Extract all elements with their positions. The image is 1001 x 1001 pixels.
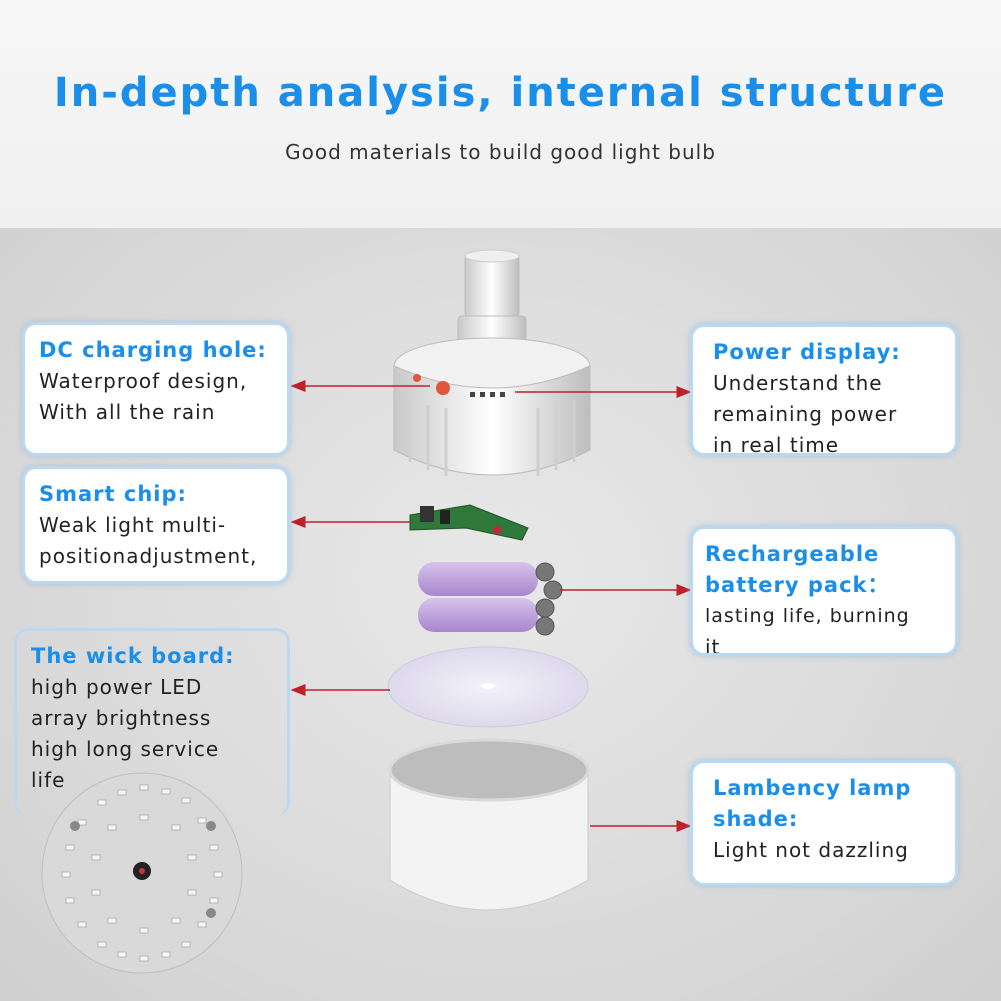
callout-line: Light not dazzling [713,838,909,862]
callout-wick-board: The wick board: high power LED array bri… [14,628,290,816]
callout-smart-chip: Smart chip: Weak light multi- positionad… [22,466,290,584]
page-subtitle: Good materials to build good light bulb [285,140,716,164]
callout-line: remaining power [713,402,898,426]
callout-battery-pack: Rechargeable battery pack： lasting life,… [690,526,958,656]
callout-line: high power LED [31,675,203,699]
callout-line: in real time [713,433,840,456]
callout-line: With all the rain [39,400,216,424]
callout-title: Power display: [713,340,901,364]
callout-power-display: Power display: Understand the remaining … [690,324,958,456]
callout-title: DC charging hole: [39,338,267,362]
callout-title: Lambency lamp [713,776,912,800]
callout-title: shade: [713,807,799,831]
callout-line: Waterproof design, [39,369,248,393]
callout-line: Weak light multi- [39,513,227,537]
callout-title: The wick board: [31,644,235,668]
callout-line: high long service [31,737,220,761]
callout-line: positionadjustment, [39,544,258,568]
callout-line: it [705,635,721,656]
callout-lamp-shade: Lambency lamp shade: Light not dazzling [690,760,958,886]
page-title: In-depth analysis, internal structure [53,70,948,116]
callout-line: array brightness [31,706,212,730]
callout-dc-charging-hole: DC charging hole: Waterproof design, Wit… [22,322,290,456]
callout-title: battery pack： [705,573,890,597]
callout-title: Smart chip: [39,482,187,506]
callout-line: Understand the [713,371,883,395]
callout-line: lasting life, burning [705,605,910,627]
header-band [0,0,1001,228]
callout-line: life [31,768,66,792]
callout-title: Rechargeable [705,542,880,566]
